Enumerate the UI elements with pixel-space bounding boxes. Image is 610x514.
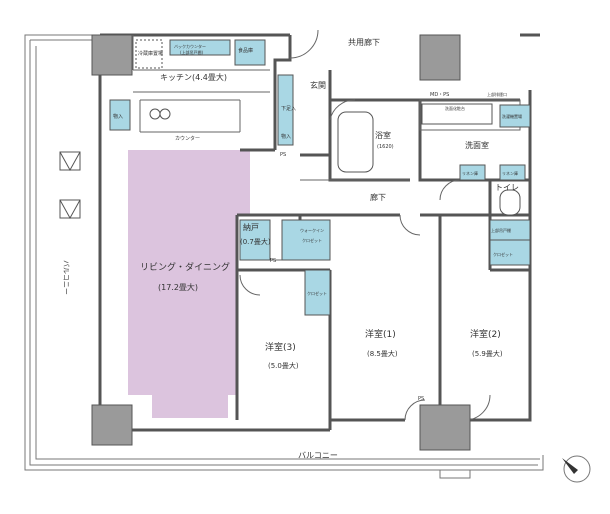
label-washroom: 洗面室 xyxy=(465,140,489,150)
label-storeroom-size: (0.7畳大) xyxy=(240,237,271,246)
fixtures xyxy=(135,39,521,216)
label-bath-size: (1620) xyxy=(377,144,394,150)
storeroom-block xyxy=(239,219,271,261)
label-balcony-left: バルコニー xyxy=(62,260,70,295)
closet-small-block xyxy=(489,239,531,266)
label-walk-in: ウォークイン xyxy=(300,227,324,233)
label-linen-2: リネン庫 xyxy=(502,170,518,176)
label-closet-small: クロゼット xyxy=(493,251,513,257)
label-corridor: 廊下 xyxy=(370,192,386,202)
label-storage-left: 物入 xyxy=(113,113,123,120)
label-ps-entry: PS xyxy=(280,152,286,158)
bathtub xyxy=(337,111,374,173)
shoe-box-block xyxy=(277,74,294,146)
washer-block xyxy=(499,104,531,128)
label-shoe-box: 下足入 xyxy=(281,106,296,112)
label-ps-storeroom: PS xyxy=(270,258,276,264)
label-fridge: 冷蔵庫置場 xyxy=(138,50,163,57)
label-entrance: 玄関 xyxy=(310,80,326,90)
label-upper-shelf: 上部吊戸棚 xyxy=(491,227,511,233)
closet3-block xyxy=(304,269,331,316)
label-room-3: 洋室(3) xyxy=(265,341,296,353)
label-room-1: 洋室(1) xyxy=(365,328,396,340)
label-kitchen: キッチン(4.4畳大) xyxy=(160,72,227,82)
column-bottom-right xyxy=(419,404,471,451)
columns xyxy=(91,34,471,451)
label-linen-1: リネン庫 xyxy=(462,170,478,176)
column-top-left xyxy=(91,34,133,76)
label-living: リビング・ダイニング xyxy=(140,261,230,273)
label-bath: 浴室 xyxy=(375,130,391,140)
walk-in-block xyxy=(281,219,331,261)
toilet-unit xyxy=(499,189,521,216)
label-living-size: (17.2畳大) xyxy=(158,282,198,292)
label-ps-bottom: PS xyxy=(418,396,424,402)
fridge-space xyxy=(135,39,163,69)
label-common-corridor: 共用廊下 xyxy=(348,37,380,47)
vanity-unit xyxy=(421,103,493,125)
storage-blocks xyxy=(109,39,531,316)
label-balcony-bottom: バルコニー xyxy=(298,451,338,460)
label-walk-in-2: クロゼット xyxy=(302,237,322,243)
label-pantry: 食品庫 xyxy=(238,47,253,54)
label-vanity: 洗面化粧台 xyxy=(445,105,465,111)
label-room-1-size: (8.5畳大) xyxy=(367,349,398,358)
label-counter: カウンター xyxy=(175,135,200,142)
label-closet-3: クロゼット xyxy=(307,290,327,296)
north-arrow-icon xyxy=(562,455,591,483)
label-upper-hatch: 上部排煙口 xyxy=(487,91,507,97)
balcony-hatches xyxy=(59,151,81,220)
label-washer: 洗濯機置場 xyxy=(502,113,522,119)
living-dining-area xyxy=(128,150,250,418)
label-room-3-size: (5.0畳大) xyxy=(268,361,299,370)
label-room-2-size: (5.9畳大) xyxy=(472,349,503,358)
label-room-2: 洋室(2) xyxy=(470,328,501,340)
label-toilet: トイレ xyxy=(495,183,519,192)
storage-left-block xyxy=(109,99,131,131)
label-storeroom: 納戸 xyxy=(243,222,259,232)
label-storage-entry: 物入 xyxy=(281,133,291,140)
linen-block-2 xyxy=(499,164,526,181)
back-counter-block xyxy=(169,39,231,56)
column-top-right xyxy=(419,34,461,81)
pantry-block xyxy=(234,39,266,66)
label-md-ps: MD・PS xyxy=(430,92,449,98)
linen-block-1 xyxy=(459,164,486,181)
balcony-outline xyxy=(24,34,544,479)
label-back-counter: バックカウンター xyxy=(174,43,206,49)
column-bottom-left xyxy=(91,404,133,446)
label-back-counter-sub: (上部吊戸棚) xyxy=(180,49,204,55)
